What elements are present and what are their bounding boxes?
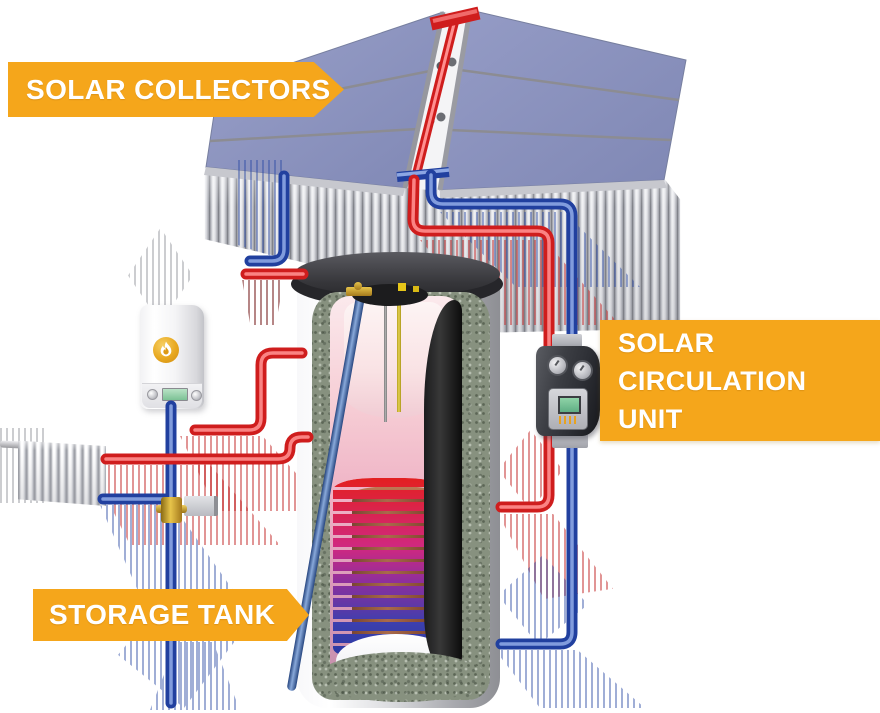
pipe-shadow	[498, 514, 613, 599]
tank-sensor-terminal	[413, 286, 419, 292]
banner-circulation-line-3: UNIT	[618, 404, 683, 434]
tank-inner-liner	[424, 300, 462, 672]
boiler-display	[162, 388, 188, 401]
hot-pipe-radiator-feed	[100, 431, 314, 465]
tank-sensor-terminal	[398, 283, 406, 291]
solar-circulation-unit	[536, 346, 600, 436]
valve-actuator-box	[184, 496, 218, 516]
controller-buttons	[559, 416, 577, 424]
banner-solar-circulation-unit: SOLAR CIRCULATION UNIT	[600, 320, 880, 441]
pipe-shadow	[150, 642, 240, 710]
tank-top-valve-knob	[354, 282, 362, 290]
collector-panel-right	[439, 9, 687, 191]
brass-valve	[161, 497, 182, 523]
banner-storage-tank: STORAGE TANK	[33, 589, 309, 641]
tank-anode-rod	[397, 300, 401, 412]
pipe-shadow	[495, 650, 645, 708]
collector-center-channel	[405, 10, 470, 190]
tank-top-valve	[346, 287, 372, 296]
boiler-knob-left	[147, 389, 158, 400]
pipe-shadow	[242, 280, 284, 325]
banner-storage-tank-label: STORAGE TANK	[49, 599, 276, 630]
tank-sensor-rod	[384, 300, 387, 422]
banner-circulation-line-2: CIRCULATION	[618, 366, 807, 396]
circulation-controller	[548, 388, 588, 430]
tank-base-insulation	[318, 652, 486, 702]
banner-solar-collectors: SOLAR COLLECTORS	[8, 62, 344, 117]
collector-cold-manifold	[396, 167, 450, 182]
boiler-knob-right	[191, 390, 202, 401]
banner-circulation-line-1: SOLAR	[618, 328, 715, 358]
radiator	[18, 440, 106, 506]
boiler	[140, 305, 204, 409]
controller-screen	[558, 396, 581, 414]
boiler-control-panel	[142, 383, 202, 408]
gauge-icon	[572, 360, 593, 381]
gauge-icon	[547, 355, 568, 376]
hot-pipe-boiler-to-tank	[189, 347, 308, 436]
banner-solar-collectors-label: SOLAR COLLECTORS	[26, 73, 331, 105]
collector-hot-pipe	[409, 14, 461, 186]
pipe-shadow	[498, 555, 588, 645]
flame-icon	[153, 337, 179, 363]
